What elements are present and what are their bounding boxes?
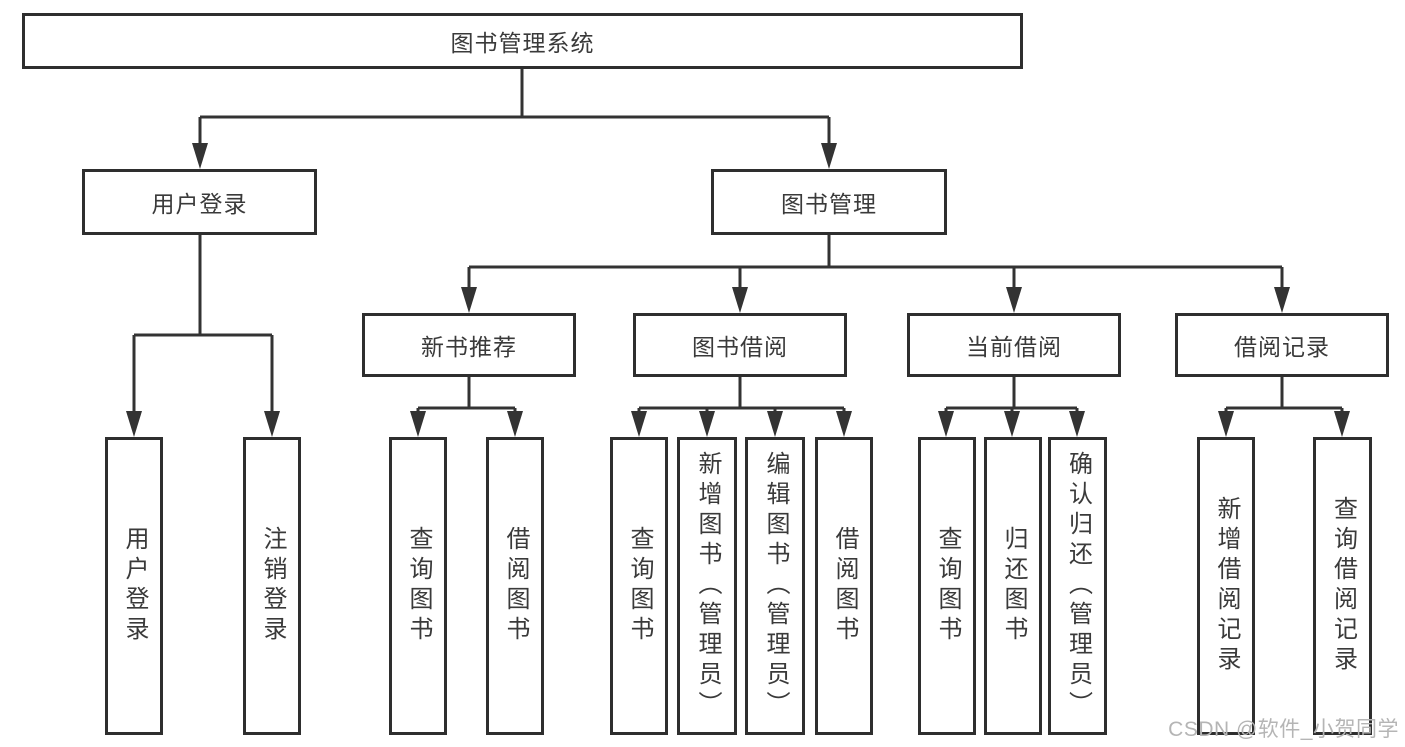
node-root: 图书管理系统	[22, 13, 1023, 69]
leaf-add-borrow-record-label: 新增借阅记录	[1213, 496, 1240, 676]
leaf-add-books-admin: 新增图书（管理员）	[677, 437, 737, 735]
leaf-logout: 注销登录	[243, 437, 301, 735]
leaf-query-books-recommend: 查询图书	[389, 437, 447, 735]
leaf-add-books-admin-label: 新增图书（管理员）	[694, 451, 721, 721]
leaf-return-books: 归还图书	[984, 437, 1042, 735]
arrowheads	[126, 143, 1350, 437]
leaf-borrow-books: 借阅图书	[815, 437, 873, 735]
leaf-query-books-current: 查询图书	[918, 437, 976, 735]
node-user-login: 用户登录	[82, 169, 317, 235]
leaf-query-books-current-label: 查询图书	[934, 526, 961, 646]
leaf-borrow-books-recommend-label: 借阅图书	[502, 526, 529, 646]
leaf-confirm-return-admin: 确认归还（管理员）	[1048, 437, 1107, 735]
node-new-book-recommendation: 新书推荐	[362, 313, 576, 377]
leaf-edit-books-admin: 编辑图书（管理员）	[745, 437, 805, 735]
leaf-borrow-books-recommend: 借阅图书	[486, 437, 544, 735]
watermark: CSDN @软件_小贺同学	[1168, 718, 1399, 741]
leaf-return-books-label: 归还图书	[1000, 526, 1027, 646]
leaf-borrow-books-label: 借阅图书	[831, 526, 858, 646]
leaf-query-borrow-record-label: 查询借阅记录	[1329, 496, 1357, 676]
leaf-query-books-borrow: 查询图书	[610, 437, 668, 735]
node-borrowing-records: 借阅记录	[1175, 313, 1389, 377]
leaf-edit-books-admin-label: 编辑图书（管理员）	[762, 451, 789, 721]
node-book-borrowing: 图书借阅	[633, 313, 847, 377]
leaf-user-login: 用户登录	[105, 437, 163, 735]
leaf-query-borrow-record: 查询借阅记录	[1313, 437, 1372, 735]
leaf-query-books-borrow-label: 查询图书	[626, 526, 653, 646]
leaf-user-login-label: 用户登录	[121, 526, 148, 646]
leaf-logout-label: 注销登录	[259, 526, 286, 646]
node-book-management: 图书管理	[711, 169, 947, 235]
node-current-borrowing: 当前借阅	[907, 313, 1121, 377]
leaf-confirm-return-admin-label: 确认归还（管理员）	[1064, 451, 1092, 721]
leaf-add-borrow-record: 新增借阅记录	[1197, 437, 1255, 735]
leaf-query-books-recommend-label: 查询图书	[405, 526, 432, 646]
